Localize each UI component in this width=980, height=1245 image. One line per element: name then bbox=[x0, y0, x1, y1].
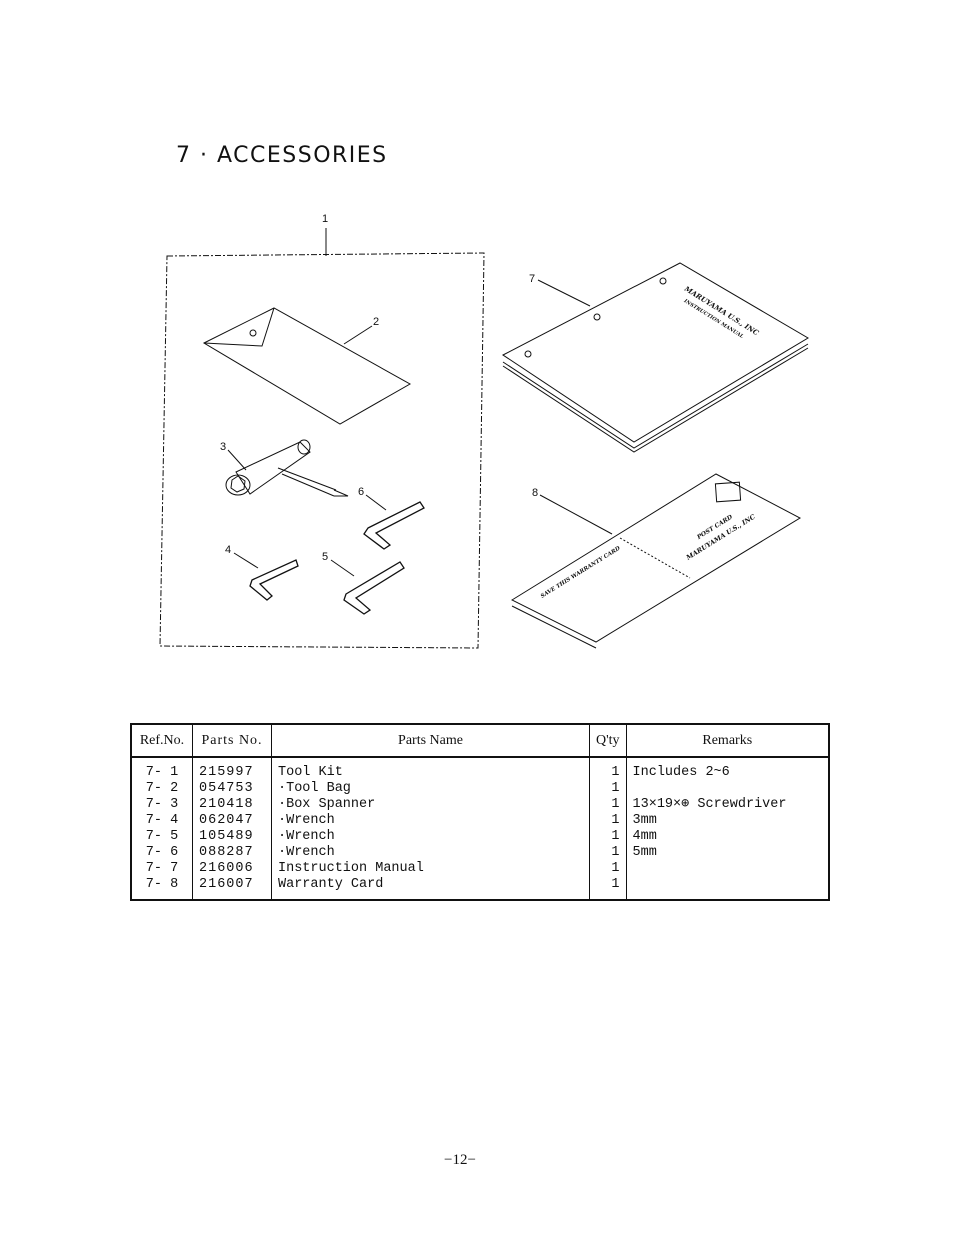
ref-column: 7- 1 7- 2 7- 3 7- 4 7- 5 7- 6 7- 7 7- 8 bbox=[130, 757, 193, 900]
table-cell-part-no: 216006 bbox=[199, 861, 254, 876]
callout-8: 8 bbox=[532, 487, 538, 499]
table-cell-ref: 7- 6 bbox=[145, 845, 179, 860]
table-cell-remarks: 5mm bbox=[632, 845, 657, 860]
table-cell-ref: 7- 8 bbox=[145, 877, 179, 892]
table-cell-ref: 7- 2 bbox=[145, 781, 179, 796]
table-cell-remarks: 13×19×⊕ Screwdriver bbox=[632, 797, 787, 812]
table-cell-name: ·Tool Bag bbox=[278, 781, 351, 796]
table-cell-part-no: 215997 bbox=[199, 765, 254, 780]
table-cell-part-no: 062047 bbox=[199, 813, 254, 828]
accessories-illustration: 1 2 3 6 4 5 7 bbox=[159, 213, 809, 649]
table-cell-qty: 1 bbox=[611, 781, 620, 796]
table-cell-name: ·Wrench bbox=[278, 813, 335, 828]
table-cell-part-no: 216007 bbox=[199, 877, 254, 892]
callout-3: 3 bbox=[220, 441, 226, 453]
remarks-column: Includes 2~6 13×19×⊕ Screwdriver 3mm 4mm… bbox=[625, 757, 830, 900]
wrench-6-drawing bbox=[363, 501, 425, 550]
table-cell-part-no: 088287 bbox=[199, 845, 254, 860]
header-parts-no: Parts No. bbox=[192, 723, 272, 758]
callout-6: 6 bbox=[358, 486, 364, 498]
table-cell-qty: 1 bbox=[611, 845, 620, 860]
tool-bag-drawing bbox=[202, 307, 412, 425]
header-parts-name: Parts Name bbox=[271, 723, 590, 758]
wrench-5-drawing bbox=[343, 561, 405, 615]
table-cell-qty: 1 bbox=[611, 877, 620, 892]
tool-kit-boundary bbox=[159, 252, 485, 649]
callout-4: 4 bbox=[225, 544, 231, 556]
table-cell-qty: 1 bbox=[611, 813, 620, 828]
qty-column: 1 1 1 1 1 1 1 1 bbox=[589, 757, 627, 900]
warranty-save-text: SAVE THIS WARRANTY CARD bbox=[540, 546, 622, 600]
header-remarks: Remarks bbox=[625, 723, 830, 758]
parts-table: Ref.No. Parts No. Parts Name Q'ty Remark… bbox=[130, 723, 830, 901]
warranty-card-drawing bbox=[510, 473, 802, 649]
instruction-manual-drawing bbox=[502, 262, 809, 453]
parts-name-column: Tool Kit ·Tool Bag ·Box Spanner ·Wrench … bbox=[271, 757, 590, 900]
callout-2: 2 bbox=[373, 316, 379, 328]
callout-5: 5 bbox=[322, 551, 328, 563]
header-ref-no: Ref.No. bbox=[130, 723, 193, 758]
table-cell-ref: 7- 1 bbox=[145, 765, 179, 780]
manual-cover-company: MARUYAMA U.S., INC bbox=[682, 284, 761, 338]
table-cell-qty: 1 bbox=[611, 765, 620, 780]
table-cell-name: ·Box Spanner bbox=[278, 797, 376, 812]
table-cell-part-no: 105489 bbox=[199, 829, 254, 844]
table-body-row: 7- 1 7- 2 7- 3 7- 4 7- 5 7- 6 7- 7 7- 8 … bbox=[130, 757, 830, 900]
table-cell-remarks bbox=[633, 861, 822, 877]
table-cell-qty: 1 bbox=[611, 797, 620, 812]
table-cell-remarks bbox=[633, 781, 822, 797]
table-cell-ref: 7- 4 bbox=[145, 813, 179, 828]
table-cell-part-no: 210418 bbox=[199, 797, 254, 812]
table-cell-remarks: Includes 2~6 bbox=[632, 765, 730, 780]
header-qty: Q'ty bbox=[589, 723, 627, 758]
table-cell-remarks bbox=[633, 877, 822, 893]
table-header-row: Ref.No. Parts No. Parts Name Q'ty Remark… bbox=[130, 723, 830, 758]
box-spanner-drawing bbox=[225, 439, 349, 497]
table-cell-qty: 1 bbox=[611, 829, 620, 844]
table-cell-name: Instruction Manual bbox=[278, 861, 424, 876]
page-title: 7 · ACCESSORIES bbox=[176, 143, 388, 168]
table-cell-remarks: 4mm bbox=[632, 829, 657, 844]
table-cell-name: Warranty Card bbox=[278, 877, 384, 892]
table-cell-qty: 1 bbox=[611, 861, 620, 876]
table-cell-name: ·Wrench bbox=[278, 829, 335, 844]
table-cell-ref: 7- 5 bbox=[145, 829, 179, 844]
table-cell-ref: 7- 3 bbox=[145, 797, 179, 812]
callout-1: 1 bbox=[322, 213, 328, 225]
callout-7: 7 bbox=[529, 273, 535, 285]
table-cell-part-no: 054753 bbox=[199, 781, 254, 796]
table-cell-ref: 7- 7 bbox=[145, 861, 179, 876]
page-number: −12− bbox=[444, 1152, 476, 1168]
wrench-4-drawing bbox=[249, 559, 299, 601]
table-cell-remarks: 3mm bbox=[632, 813, 657, 828]
table-cell-name: Tool Kit bbox=[278, 765, 343, 780]
parts-no-column: 215997 054753 210418 062047 105489 08828… bbox=[192, 757, 272, 900]
table-cell-name: ·Wrench bbox=[278, 845, 335, 860]
